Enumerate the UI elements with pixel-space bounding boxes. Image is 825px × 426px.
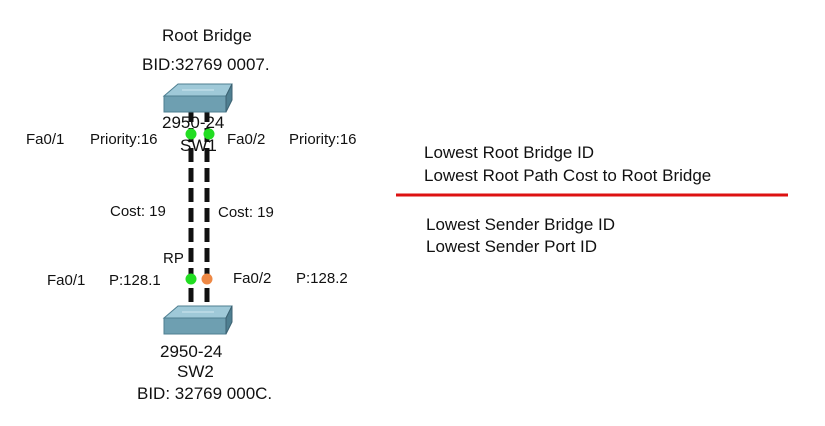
criteria-below-1: Lowest Sender Bridge ID <box>426 215 615 234</box>
sw1-fa01-priority-label: Priority:16 <box>90 131 158 148</box>
sw2-fa01-role-label: RP <box>163 250 184 267</box>
criteria-below-2: Lowest Sender Port ID <box>426 237 598 256</box>
sw1-name-label: SW1 <box>180 136 217 155</box>
criteria-above-2: Lowest Root Path Cost to Root Bridge <box>424 166 712 185</box>
sw2-fa01-port-indicator <box>185 273 197 285</box>
sw2-fa01-port-label: Fa0/1 <box>47 272 86 289</box>
sw1-model-label: 2950-24 <box>162 113 225 132</box>
link-fa02-cost-label: Cost: 19 <box>218 204 274 221</box>
sw2-switch-icon[interactable] <box>162 305 233 335</box>
link-fa01-cost-label: Cost: 19 <box>110 203 166 220</box>
sw2-fa02-port-label: Fa0/2 <box>233 270 272 287</box>
sw2-model-label: 2950-24 <box>160 342 223 361</box>
sw1-fa02-port-label: Fa0/2 <box>227 131 266 148</box>
sw2-fa02-priority-label: P:128.2 <box>296 270 348 287</box>
sw1-fa01-port-label: Fa0/1 <box>26 131 65 148</box>
sw1-fa01-port-indicator <box>185 128 197 140</box>
sw1-switch-icon[interactable] <box>162 83 233 113</box>
sw2-bid-label: BID: 32769 000C. <box>137 384 273 403</box>
sw1-fa02-priority-label: Priority:16 <box>289 131 357 148</box>
criteria-above-1: Lowest Root Bridge ID <box>424 143 595 162</box>
sw2-fa01-priority-label: P:128.1 <box>109 272 161 289</box>
sw1-bid-label: BID:32769 0007. <box>142 55 270 74</box>
sw2-fa02-port-indicator <box>201 273 213 285</box>
sw1-fa02-port-indicator <box>203 128 215 140</box>
sw1-role-label: Root Bridge <box>162 26 252 45</box>
sw2-name-label: SW2 <box>177 362 214 381</box>
